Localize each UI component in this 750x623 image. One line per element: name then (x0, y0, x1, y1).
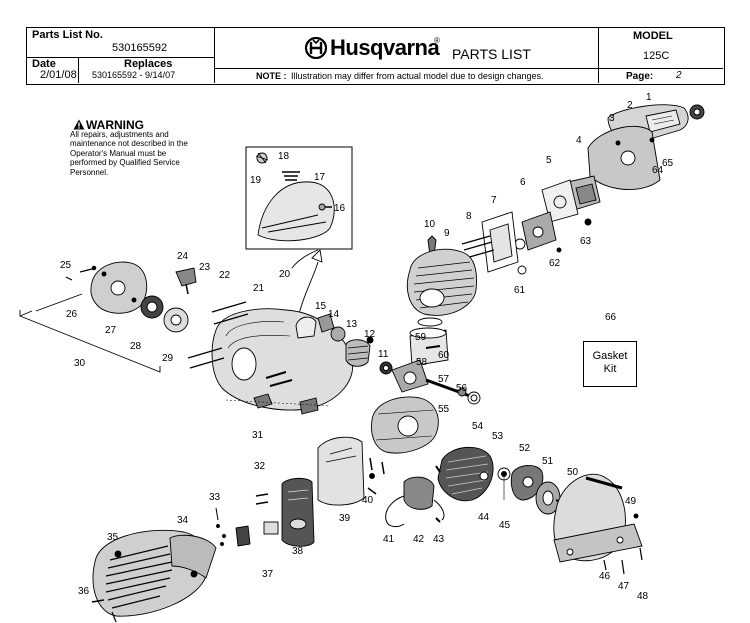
callout-32: 32 (254, 461, 266, 472)
callout-14: 14 (328, 309, 340, 320)
callout-61: 61 (514, 285, 526, 296)
header-left-divider (214, 27, 215, 83)
gasket-kit-label-line2: Kit (603, 363, 617, 375)
gasket-kit-label-line1: Gasket (592, 350, 628, 362)
callout-59: 59 (415, 332, 427, 343)
callout-44: 44 (478, 512, 490, 523)
callout-12: 12 (364, 329, 376, 340)
warning-title: WARNING (86, 118, 144, 132)
callout-21: 21 (253, 283, 265, 294)
callout-30: 30 (74, 358, 86, 369)
callout-7: 7 (491, 195, 497, 206)
callout-37: 37 (262, 569, 274, 580)
husqvarna-logo-icon (304, 37, 328, 59)
callout-15: 15 (315, 301, 327, 312)
header-frame (26, 27, 725, 85)
callout-29: 29 (162, 353, 174, 364)
callout-23: 23 (199, 262, 211, 273)
parts-list-no-label: Parts List No. (32, 29, 103, 41)
callout-17: 17 (314, 172, 326, 183)
callout-46: 46 (599, 571, 611, 582)
callout-56: 56 (456, 383, 468, 394)
callout-40: 40 (362, 495, 374, 506)
callout-8: 8 (466, 211, 472, 222)
callout-18: 18 (278, 151, 290, 162)
callout-13: 13 (346, 319, 358, 330)
warning-body: All repairs, adjustments and maintenance… (70, 130, 188, 177)
callout-19: 19 (250, 175, 262, 186)
callout-33: 33 (209, 492, 221, 503)
gasket-kit-box: Gasket Kit (583, 341, 637, 387)
model-label: MODEL (633, 30, 673, 42)
callout-65: 65 (662, 158, 674, 169)
callout-6: 6 (520, 177, 526, 188)
callout-60: 60 (438, 350, 450, 361)
note-text: Illustration may differ from actual mode… (291, 71, 544, 81)
callout-36: 36 (78, 586, 90, 597)
date-value: 2/01/08 (40, 69, 77, 81)
header-row-divider-mid (214, 68, 598, 69)
warning-triangle-icon (73, 119, 85, 130)
brand-wordmark: Husqvarna (330, 35, 440, 60)
header-right-divider (598, 27, 599, 83)
callout-24: 24 (177, 251, 189, 262)
callout-16: 16 (334, 203, 346, 214)
callout-22: 22 (219, 270, 231, 281)
note-label: NOTE : (256, 71, 287, 81)
callout-45: 45 (499, 520, 511, 531)
callout-62: 62 (549, 258, 561, 269)
callout-39: 39 (339, 513, 351, 524)
inset-detail-box (245, 146, 353, 250)
callout-3: 3 (609, 113, 615, 124)
date-label: Date (32, 58, 56, 70)
callout-2: 2 (627, 100, 633, 111)
callout-63: 63 (580, 236, 592, 247)
callout-25: 25 (60, 260, 72, 271)
callout-35: 35 (107, 532, 119, 543)
callout-50: 50 (567, 467, 579, 478)
model-value: 125C (643, 50, 670, 62)
page-label: Page: (626, 71, 654, 82)
callout-38: 38 (292, 546, 304, 557)
callout-47: 47 (618, 581, 630, 592)
header-row-divider-left (26, 57, 214, 58)
callout-28: 28 (130, 341, 142, 352)
callout-48: 48 (637, 591, 649, 602)
callout-49: 49 (625, 496, 637, 507)
callout-66: 66 (605, 312, 617, 323)
callout-43: 43 (433, 534, 445, 545)
callout-4: 4 (576, 135, 582, 146)
callout-1: 1 (646, 92, 652, 103)
replaces-value: 530165592 - 9/14/07 (92, 70, 176, 80)
callout-11: 11 (378, 349, 389, 360)
callout-64: 64 (652, 165, 664, 176)
registered-mark: ® (434, 36, 440, 45)
callout-27: 27 (105, 325, 117, 336)
callout-20: 20 (279, 269, 291, 280)
replaces-label: Replaces (124, 58, 173, 70)
callout-31: 31 (252, 430, 264, 441)
callout-41: 41 (383, 534, 395, 545)
header-date-divider (78, 57, 79, 83)
callout-51: 51 (542, 456, 554, 467)
callout-52: 52 (519, 443, 531, 454)
parts-list-no-value: 530165592 (112, 42, 168, 54)
parts-list-title: PARTS LIST (452, 46, 531, 62)
callout-42: 42 (413, 534, 425, 545)
callout-10: 10 (424, 219, 436, 230)
header-row-divider-right (598, 68, 723, 69)
callout-54: 54 (472, 421, 484, 432)
callout-26: 26 (66, 309, 78, 320)
callout-5: 5 (546, 155, 552, 166)
callout-55: 55 (438, 404, 450, 415)
callout-9: 9 (444, 228, 450, 239)
callout-57: 57 (438, 374, 450, 385)
callout-58: 58 (416, 357, 428, 368)
callout-53: 53 (492, 431, 504, 442)
callout-34: 34 (177, 515, 189, 526)
page-value: 2 (676, 70, 682, 81)
